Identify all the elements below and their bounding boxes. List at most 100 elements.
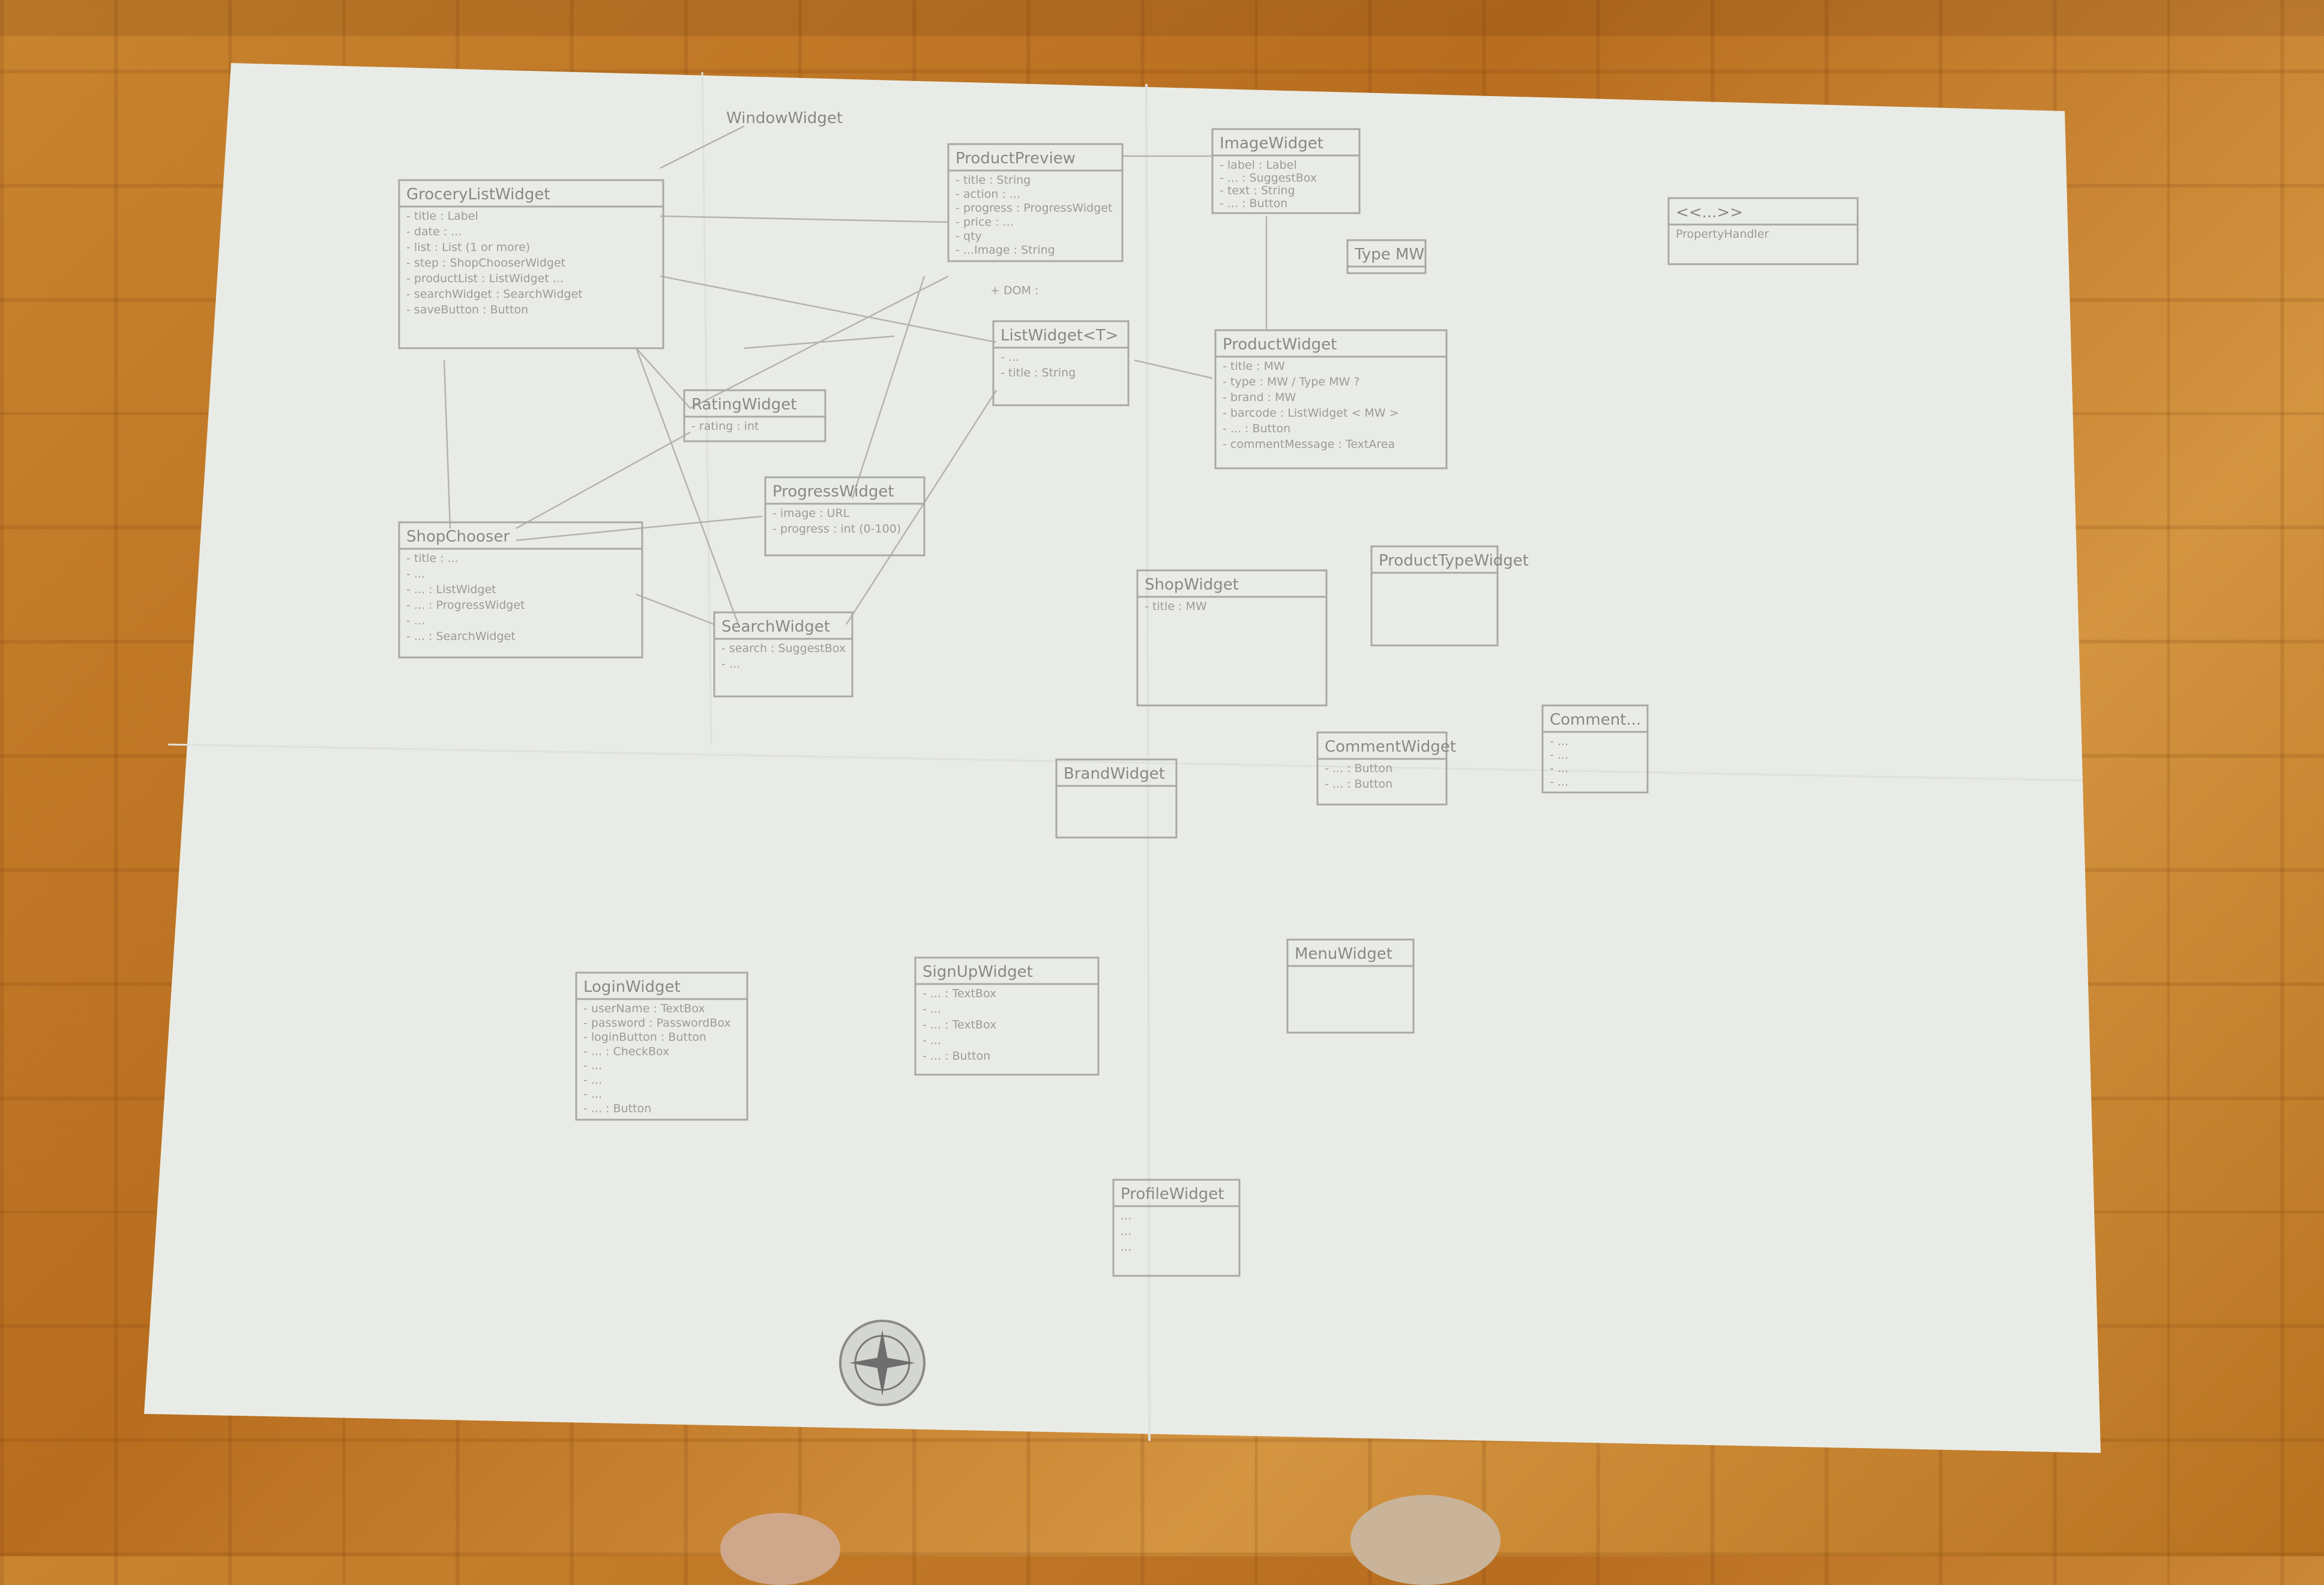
class-box-attribute: - loginButton : Button bbox=[583, 1031, 706, 1044]
class-box-attribute: ... bbox=[1121, 1209, 1131, 1222]
class-box-attribute: - ... : ProgressWidget bbox=[406, 599, 525, 612]
class-box-propertyHandler: <<...>>PropertyHandler bbox=[1667, 197, 1859, 265]
connections bbox=[443, 125, 1268, 626]
class-box-title: MenuWidget bbox=[1295, 945, 1392, 963]
compass-star bbox=[849, 1330, 915, 1396]
class-box-title: ListWidget<T> bbox=[1001, 327, 1118, 345]
class-box-attribute: - password : PasswordBox bbox=[583, 1016, 731, 1030]
class-box-productTypeWidget: ProductTypeWidget bbox=[1370, 545, 1529, 647]
connector bbox=[851, 276, 926, 499]
class-box-attribute: ... bbox=[1121, 1225, 1131, 1238]
connector bbox=[443, 360, 451, 529]
class-box-shopChooser: ShopChooser- title : ...- ...- ... : Lis… bbox=[398, 521, 643, 659]
class-box-searchWidget: SearchWidget- search : SuggestBox- ... bbox=[713, 611, 853, 698]
class-box-attribute: - date : ... bbox=[406, 225, 462, 238]
class-box-attribute: - ... bbox=[923, 1003, 941, 1016]
class-box-title: SearchWidget bbox=[721, 618, 830, 636]
dom-label: + DOM : bbox=[990, 284, 1038, 297]
class-box-outline bbox=[1211, 128, 1361, 214]
class-box-attribute: - ... bbox=[1001, 351, 1019, 364]
class-box-title: GroceryListWidget bbox=[406, 186, 550, 204]
class-box-outline bbox=[1316, 731, 1448, 806]
class-box-attribute: - ... bbox=[583, 1088, 602, 1101]
class-box-attribute: - ... bbox=[1550, 735, 1568, 748]
class-box-attribute: - barcode : ListWidget < MW > bbox=[1223, 406, 1399, 420]
connector bbox=[845, 390, 998, 625]
class-box-brandWidget: BrandWidget bbox=[1055, 758, 1178, 839]
class-box-attribute: - ... bbox=[923, 1034, 941, 1047]
class-box-attribute: - ... : TextBox bbox=[923, 987, 996, 1000]
class-box-outline bbox=[1370, 545, 1499, 647]
class-box-attribute: - productList : ListWidget ... bbox=[406, 272, 564, 285]
class-box-attribute: - ... bbox=[406, 567, 425, 581]
class-box-outline bbox=[764, 476, 926, 557]
class-box-title: Type MW bbox=[1354, 246, 1424, 264]
class-box-outline bbox=[1214, 329, 1448, 469]
class-box-title: ProductWidget bbox=[1223, 336, 1337, 354]
class-box-productWidget: ProductWidget- title : MW- type : MW / T… bbox=[1214, 329, 1448, 469]
class-box-attribute: - action : ... bbox=[956, 187, 1020, 201]
class-box-title: <<...>> bbox=[1676, 204, 1743, 222]
class-box-attribute: - rating : int bbox=[691, 420, 759, 433]
class-box-title: ProductTypeWidget bbox=[1379, 552, 1529, 570]
class-box-title: ShopChooser bbox=[406, 528, 510, 546]
class-box-attribute: - ... bbox=[1550, 776, 1568, 789]
class-box-attribute: - price : ... bbox=[956, 216, 1014, 229]
connector bbox=[635, 348, 739, 625]
class-box-attribute: - brand : MW bbox=[1223, 391, 1296, 404]
connector bbox=[660, 275, 997, 343]
class-box-title: BrandWidget bbox=[1064, 765, 1165, 783]
class-box-title: ProductPreview bbox=[956, 149, 1076, 168]
class-box-loginWidget: LoginWidget - userName : TextBox- passwor… bbox=[575, 971, 748, 1121]
class-box-title: RatingWidget bbox=[691, 396, 796, 414]
class-box-attribute: - saveButton : Button bbox=[406, 303, 528, 316]
class-box-groceryList: GroceryListWidget- title : Label- date :… bbox=[398, 179, 664, 349]
class-box-title: ProgressWidget bbox=[772, 483, 894, 501]
class-box-attribute: - label : Label bbox=[1220, 158, 1297, 172]
class-box-attribute: - ... : Button bbox=[1325, 762, 1392, 775]
class-box-title: LoginWidget bbox=[583, 978, 681, 996]
class-box-outline bbox=[1667, 197, 1859, 265]
window-widget-label: WindowWidget bbox=[726, 109, 843, 127]
class-box-outline bbox=[914, 956, 1100, 1076]
class-box-attribute: - ...Image : String bbox=[956, 244, 1055, 257]
class-box-progressWidget: ProgressWidget - image : URL - progress : … bbox=[764, 476, 926, 557]
connector bbox=[516, 431, 691, 530]
class-box-attribute: - ... : Button bbox=[1325, 777, 1392, 791]
class-box-title: SignUpWidget bbox=[923, 963, 1033, 981]
class-box-productPreview: ProductPreview- title : String- action :… bbox=[947, 143, 1124, 262]
class-box-attribute: - ... bbox=[1550, 762, 1568, 775]
class-box-attribute: - image : URL bbox=[772, 507, 850, 520]
class-box-attribute: - ... bbox=[721, 657, 740, 671]
class-box-attribute: - ... bbox=[583, 1073, 602, 1087]
class-box-attribute: - title : MW bbox=[1223, 360, 1285, 373]
class-box-attribute: - progress : int (0-100) bbox=[772, 522, 901, 536]
class-box-listWidget: ListWidget<T>- ...- title : String bbox=[992, 320, 1130, 406]
class-box-attribute: - ... : TextBox bbox=[923, 1018, 996, 1031]
class-box-ratingWidget: RatingWidget - rating : int bbox=[683, 389, 826, 442]
class-box-attribute: - ... bbox=[583, 1059, 602, 1072]
class-box-title: ImageWidget bbox=[1220, 134, 1323, 152]
class-box-attribute: - list : List (1 or more) bbox=[406, 241, 530, 254]
class-box-outline bbox=[575, 971, 748, 1121]
class-box-attribute: - ... : SearchWidget bbox=[406, 630, 516, 643]
class-box-signUpWidget: SignUpWidget - ... : TextBox - ... - ... : … bbox=[914, 956, 1100, 1076]
connector bbox=[516, 515, 763, 542]
class-box-typeMW: Type MW bbox=[1346, 239, 1427, 274]
class-box-attribute: - userName : TextBox bbox=[583, 1002, 705, 1015]
connector bbox=[744, 335, 895, 349]
class-box-attribute: - ... : SuggestBox bbox=[1220, 171, 1317, 184]
class-box-shopWidget: ShopWidget- title : MW bbox=[1136, 569, 1328, 707]
connector bbox=[1134, 359, 1213, 379]
class-box-attribute: - ... : CheckBox bbox=[583, 1045, 669, 1058]
class-box-outline bbox=[1055, 758, 1178, 839]
class-box-attribute: - title : MW bbox=[1145, 600, 1207, 613]
class-box-outline bbox=[1136, 569, 1328, 707]
class-box-attribute: - qty bbox=[956, 229, 982, 243]
class-box-commentsBox: Comment...- ...- ...- ...- ... bbox=[1541, 704, 1649, 794]
class-box-attribute: - step : ShopChooserWidget bbox=[406, 256, 565, 270]
paper-fold bbox=[167, 743, 2083, 782]
connector bbox=[660, 215, 949, 223]
class-box-commentWidget: CommentWidget- ... : Button- ... : Butto… bbox=[1316, 731, 1456, 806]
